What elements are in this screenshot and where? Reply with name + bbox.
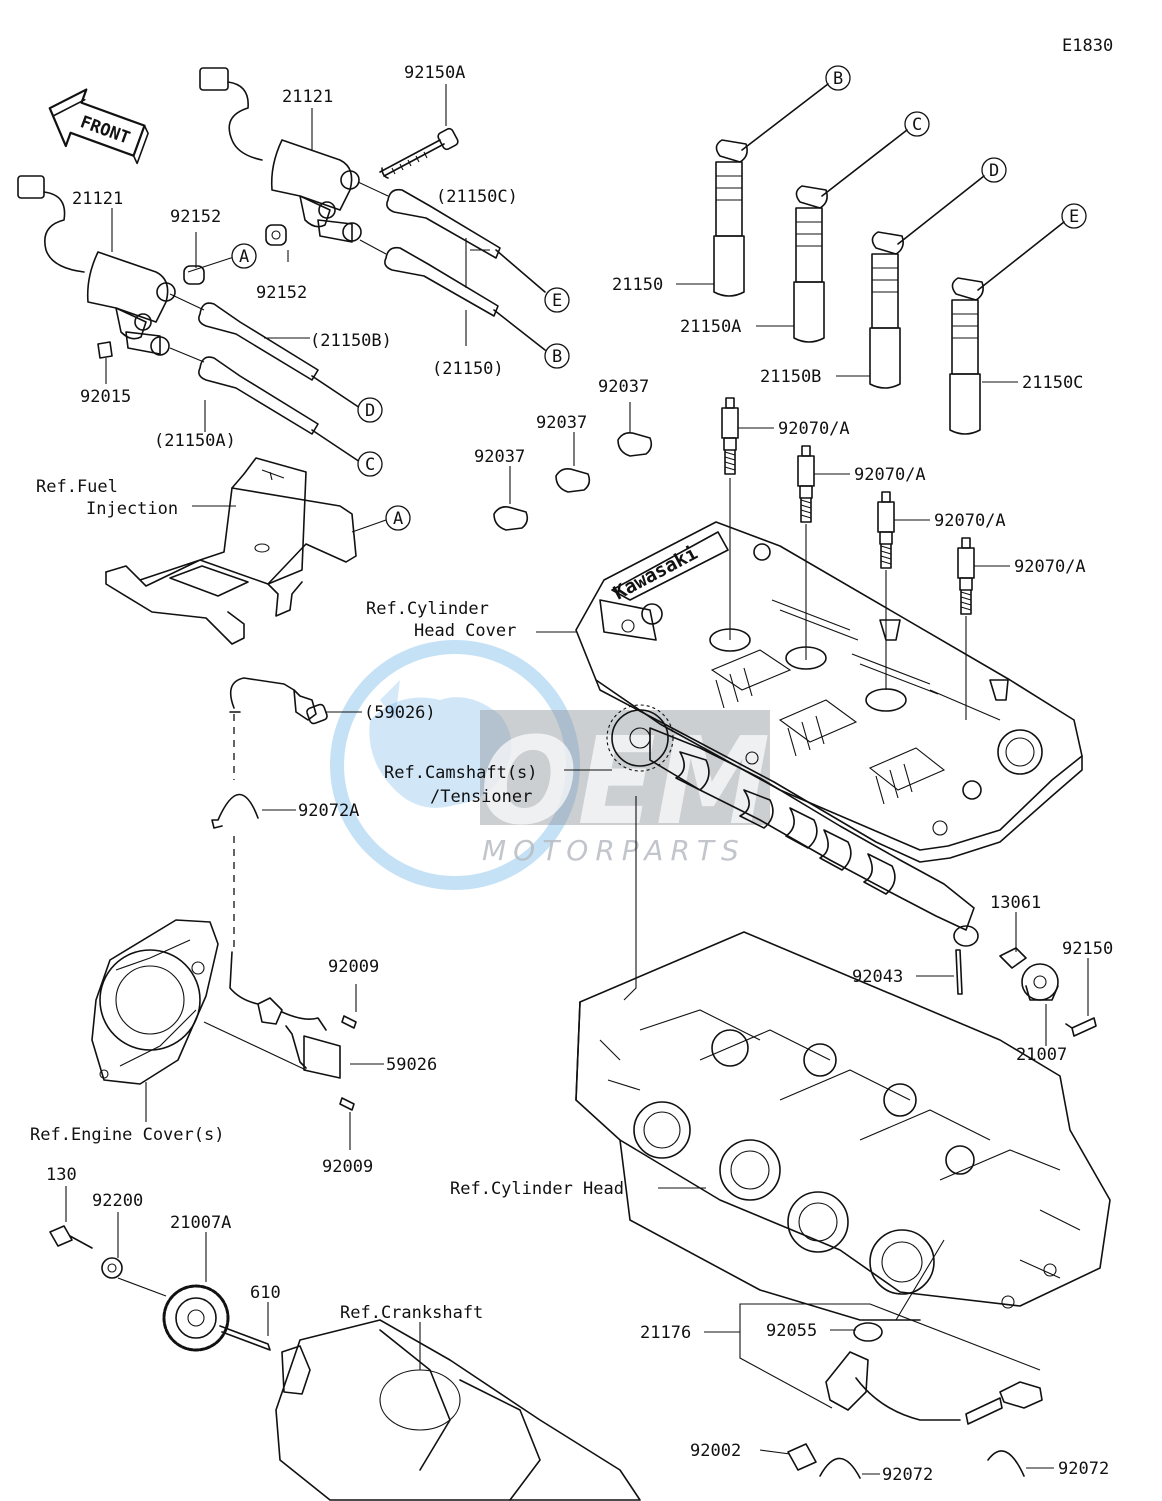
front-arrow: FRONT — [48, 88, 149, 165]
label-ref-cyl-head: Ref.Cylinder Head — [450, 1179, 624, 1199]
watermark-logo: OEM — [480, 713, 770, 852]
label-59026: 59026 — [386, 1055, 437, 1075]
cover-brand: Kawasaki — [610, 542, 701, 604]
plug-lead-21150A — [198, 356, 361, 463]
coil-bracket — [105, 457, 357, 645]
callout-c-coil: C — [365, 455, 375, 475]
callout-b-coil: B — [552, 347, 562, 367]
ignition-coil-left — [17, 175, 205, 359]
label-ref-engine-cover: Ref.Engine Cover(s) — [30, 1125, 224, 1145]
label-ref-cyl-cover-1: Ref.Cylinder — [366, 599, 489, 619]
plug-lead-21150 — [384, 246, 546, 351]
plug-lead-21150C — [386, 188, 546, 293]
callout-d-cap: D — [989, 161, 999, 181]
bolt-92150A — [379, 127, 459, 179]
label-13061: 13061 — [990, 893, 1041, 913]
label-59026-ref: (59026) — [364, 703, 436, 723]
label-92070-1: 92070/A — [778, 419, 850, 439]
plug-cap-21150C — [949, 221, 1065, 435]
clamp-92072A — [211, 793, 259, 829]
plug-cap-21150A — [793, 129, 908, 343]
label-92152-a: 92152 — [170, 207, 221, 227]
callout-c-cap: C — [912, 115, 922, 135]
label-21150C: 21150C — [1022, 373, 1083, 393]
label-21150A: 21150A — [680, 317, 741, 337]
label-92009-a: 92009 — [328, 957, 379, 977]
watermark-subtext: MOTORPARTS — [482, 834, 746, 867]
label-92037-b: 92037 — [536, 413, 587, 433]
label-92037-a: 92037 — [598, 377, 649, 397]
cam-sensor-21176 — [787, 1322, 1043, 1479]
label-92152-b: 92152 — [256, 283, 307, 303]
label-92070-2: 92070/A — [854, 465, 926, 485]
label-ref-cyl-cover-2: Head Cover — [414, 621, 516, 641]
label-130: 130 — [46, 1165, 77, 1185]
label-21007A: 21007A — [170, 1213, 231, 1233]
cylinder-head — [575, 931, 1111, 1321]
label-21007: 21007 — [1016, 1045, 1067, 1065]
callout-circles: A E B D C A B C D E — [231, 65, 1087, 531]
ignition-coil-top — [199, 67, 362, 246]
callout-e-cap: E — [1069, 207, 1079, 227]
label-92150A: 92150A — [404, 63, 465, 83]
sensor-59026-upper — [229, 677, 328, 725]
callout-a-bracket: A — [393, 509, 403, 529]
label-92072-b: 92072 — [1058, 1459, 1109, 1479]
label-610: 610 — [250, 1283, 281, 1303]
label-92043: 92043 — [852, 967, 903, 987]
label-ref-cam-2: /Tensioner — [430, 787, 532, 807]
label-21150B-ref: (21150B) — [310, 331, 392, 351]
label-ref-fuel-1: Ref.Fuel — [36, 477, 118, 497]
callout-d-coil: D — [365, 401, 375, 421]
sensor-59026-lower — [229, 951, 357, 1111]
label-21121-left: 21121 — [72, 189, 123, 209]
camshaft — [606, 704, 979, 947]
label-21150-ref: (21150) — [432, 359, 504, 379]
label-92070-3: 92070/A — [934, 511, 1006, 531]
diagram-code: E1830 — [1062, 36, 1113, 56]
callout-b-cap: B — [833, 69, 843, 89]
plug-lead-21150B — [198, 302, 361, 409]
label-92072A: 92072A — [298, 801, 359, 821]
clips-92037 — [493, 432, 653, 531]
label-92055: 92055 — [766, 1321, 817, 1341]
labels: 21121 92150A 21121 92152 92152 (21150C) … — [30, 63, 1113, 1485]
label-92070-4: 92070/A — [1014, 557, 1086, 577]
label-92200: 92200 — [92, 1191, 143, 1211]
label-ref-crank: Ref.Crankshaft — [340, 1303, 483, 1323]
label-92072-a: 92072 — [882, 1465, 933, 1485]
engine-cover — [91, 919, 219, 1085]
label-21150B: 21150B — [760, 367, 821, 387]
label-92002: 92002 — [690, 1441, 741, 1461]
label-21176: 21176 — [640, 1323, 691, 1343]
label-92015: 92015 — [80, 387, 131, 407]
label-92009-b: 92009 — [322, 1157, 373, 1177]
label-92150: 92150 — [1062, 939, 1113, 959]
camshaft-end-parts — [955, 947, 1097, 1037]
plug-cap-21150 — [713, 83, 829, 297]
label-21150C-ref: (21150C) — [436, 187, 518, 207]
callout-e-coil: E — [552, 291, 562, 311]
label-21150A-ref: (21150A) — [154, 431, 236, 451]
label-ref-cam-1: Ref.Camshaft(s) — [384, 763, 538, 783]
label-21150: 21150 — [612, 275, 663, 295]
plug-cap-21150B — [869, 175, 985, 389]
label-21121-top: 21121 — [282, 87, 333, 107]
spark-plugs — [721, 397, 975, 615]
crankshaft-parts — [49, 1225, 641, 1501]
label-ref-fuel-2: Injection — [86, 499, 178, 519]
callout-a-coil: A — [239, 247, 249, 267]
label-92037-c: 92037 — [474, 447, 525, 467]
